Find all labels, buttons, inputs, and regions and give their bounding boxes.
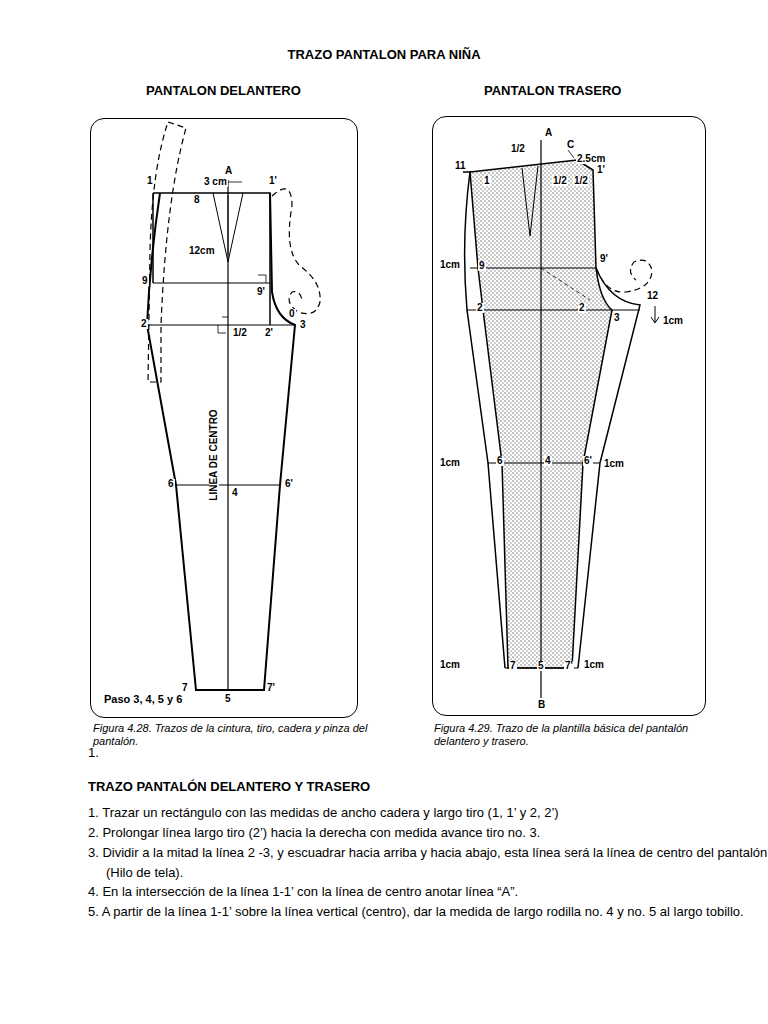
point-label: 7' [266, 683, 276, 693]
point-label: 2' [264, 328, 274, 338]
dimension: 12cm [188, 246, 216, 256]
figure-caption: Figura 4.28. Trazos de la cintura, tiro,… [93, 722, 368, 747]
figure-frame: PANTALON DELANTERO [90, 118, 358, 718]
point-label: 6 [496, 456, 504, 466]
point-label: 9 [141, 276, 149, 286]
point-label: 1 [146, 176, 154, 186]
point-label: 9' [256, 287, 266, 297]
point-label: 4 [544, 456, 552, 466]
point-label: 3 [613, 313, 621, 323]
instruction-item: 4. En la intersección de la línea 1-1’ c… [88, 882, 768, 902]
figure-caption: Figura 4.29. Trazo de la plantilla básic… [434, 722, 719, 747]
point-label: 0 [288, 309, 296, 319]
point-label: 11 [454, 161, 467, 171]
dimension: 1cm [439, 458, 461, 468]
point-label: 1/2 [510, 144, 526, 154]
point-label: 7 [181, 683, 189, 693]
step-note: Paso 3, 4, 5 y 6 [104, 694, 182, 705]
dimension: 1cm [439, 660, 461, 670]
point-label: 5 [224, 694, 232, 704]
point-label: 6 [167, 479, 175, 489]
point-label: 1/2 [552, 176, 568, 186]
point-label: 1' [268, 176, 278, 186]
figure-heading: PANTALON DELANTERO [146, 83, 301, 98]
section-heading: TRAZO PANTALÓN DELANTERO Y TRASERO [88, 780, 370, 793]
list-number: 1. [88, 746, 99, 759]
dimension: 1cm [583, 660, 605, 670]
point-label: 1 [483, 176, 491, 186]
point-label: 9' [599, 254, 609, 264]
point-label: 9 [478, 261, 486, 271]
point-label: 2 [476, 303, 484, 313]
dimension: 1cm [439, 260, 461, 270]
point-label: 2 [140, 319, 148, 329]
figure-heading: PANTALON TRASERO [484, 83, 621, 98]
dimension: 1cm [603, 459, 625, 469]
point-label: 1/2 [573, 176, 589, 186]
instruction-item: 2. Prolongar línea largo tiro (2’) hacia… [88, 823, 768, 843]
instruction-item: 1. Trazar un rectángulo con las medidas … [88, 803, 768, 823]
point-label: 3 [299, 320, 307, 330]
point-label: 4 [231, 488, 239, 498]
point-label: B [537, 700, 546, 710]
instruction-item: 5. A partir de la línea 1-1’ sobre la lí… [88, 902, 768, 922]
point-label: 6' [583, 456, 593, 466]
point-label: A [544, 128, 553, 138]
point-label: 5 [537, 661, 545, 671]
point-label: 6' [284, 479, 294, 489]
dimension: 1cm [662, 316, 684, 326]
figure-frame: PANTALON TRASERO [432, 116, 706, 716]
page-title: TRAZO PANTALON PARA NIÑA [0, 48, 768, 61]
point-label: 12 [646, 291, 659, 301]
point-label: 7 [509, 661, 517, 671]
dimension: 3 cm [203, 177, 228, 187]
dimension: 2.5cm [576, 154, 606, 164]
point-label: 7' [564, 661, 574, 671]
point-label: A [224, 166, 233, 176]
point-label: 1' [596, 165, 606, 175]
point-label: 1/2 [232, 328, 248, 338]
point-label: 2 [578, 303, 586, 313]
point-label: 8 [193, 195, 201, 205]
instruction-item: 3. Dividir a la mitad la línea 2 -3, y e… [88, 843, 768, 882]
point-label: C [566, 140, 575, 150]
axis-label: LINEA DE CENTRO [209, 407, 219, 502]
